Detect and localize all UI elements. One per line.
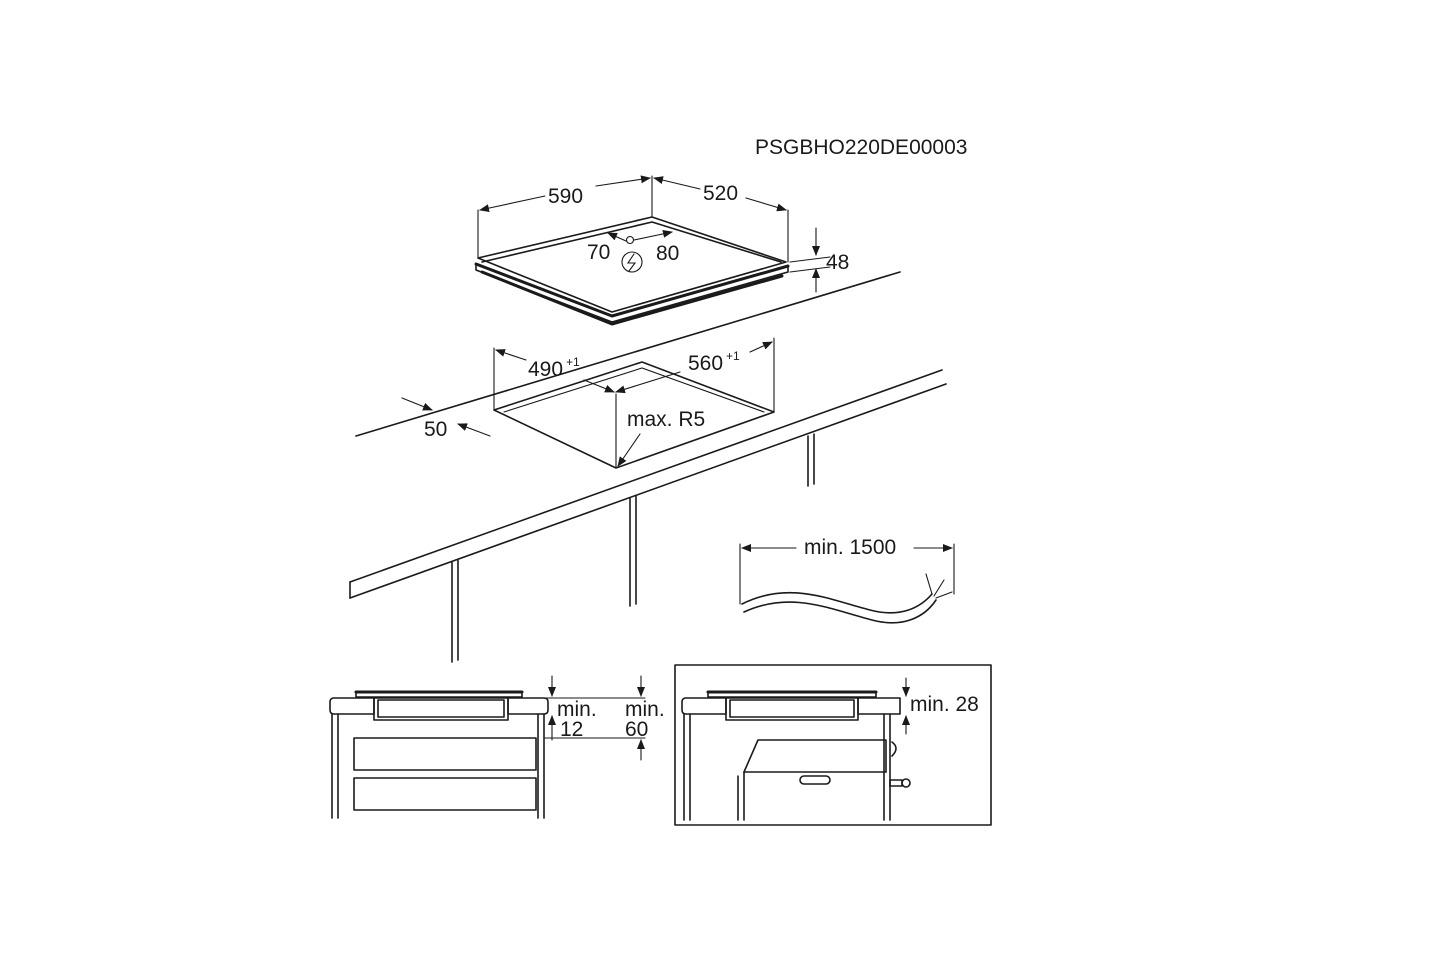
hob-depth-label: 520 xyxy=(703,182,738,205)
oven-installation xyxy=(674,664,992,826)
hob-top-bevel xyxy=(481,221,782,263)
drawer-top xyxy=(353,737,537,771)
hob-height-label: 48 xyxy=(826,251,849,274)
hob-height-dimension: 48 xyxy=(789,227,849,293)
cutout-inner-back xyxy=(503,367,765,413)
drawer-bottom xyxy=(353,777,537,811)
oven-handle xyxy=(799,775,831,785)
cutout-width-label: 560 xyxy=(688,352,723,375)
cutout-depth-tolerance: +1 xyxy=(566,355,580,369)
front-distance-label: 50 xyxy=(424,418,447,441)
hob-edge-lower xyxy=(475,263,789,323)
hob-width-label: 590 xyxy=(548,185,583,208)
oven-installation-frame xyxy=(674,664,992,826)
cutout-width-tolerance: +1 xyxy=(726,349,740,363)
clearance-a-value: 12 xyxy=(560,718,583,741)
hob-edge xyxy=(474,262,790,318)
power-cable xyxy=(739,543,955,624)
worktop-right-section xyxy=(507,697,549,715)
electric-connection-icon xyxy=(621,251,643,273)
connection-point xyxy=(625,235,635,245)
worktop-front-edge-bottom xyxy=(349,383,947,599)
oven-clearance-label: min. 28 xyxy=(910,693,979,716)
connection-right-label: 80 xyxy=(656,242,679,265)
hob-width-dimension: 590 xyxy=(477,175,653,259)
worktop-left-section xyxy=(329,697,375,715)
clearance-a-prefix: min. xyxy=(557,698,597,721)
worktop-back-edge xyxy=(355,271,901,437)
hob-depth-dimension: 520 xyxy=(653,176,789,263)
connection-left-label: 70 xyxy=(587,241,610,264)
cutout-depth-label: 490 xyxy=(528,358,563,381)
drawer-installation xyxy=(329,675,646,819)
drawing-code: PSGBHO220DE00003 xyxy=(755,136,967,159)
clearance-b-value: 60 xyxy=(625,718,648,741)
hob-body xyxy=(480,270,784,326)
hob-top-surface xyxy=(477,216,787,313)
connection-right-arrow xyxy=(633,229,673,241)
connection-left-arrow xyxy=(607,232,627,242)
worktop-front-edge-top xyxy=(349,369,943,583)
cable-length-label: min. 1500 xyxy=(804,536,896,559)
oven-top xyxy=(743,739,887,773)
cutout xyxy=(401,337,775,469)
worktop xyxy=(349,271,947,663)
hob: 70 80 xyxy=(474,216,790,326)
clearance-b-prefix: min. xyxy=(625,698,665,721)
cutout-radius-label: max. R5 xyxy=(627,408,705,431)
hob-body-side xyxy=(373,697,509,721)
